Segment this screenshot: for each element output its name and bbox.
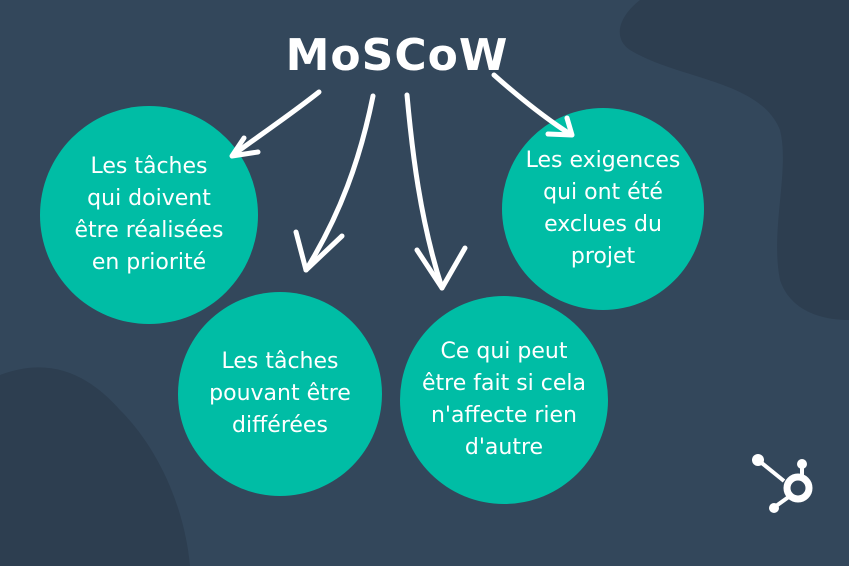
circle-must-have: Les tâches qui doivent être réalisées en… xyxy=(40,106,258,324)
circle-must-have-text: Les tâches qui doivent être réalisées en… xyxy=(74,154,224,275)
circle-could-have: Ce qui peut être fait si cela n'affecte … xyxy=(400,296,608,504)
circle-should-have-text: Les tâches pouvant être différées xyxy=(209,349,351,438)
arrow-to-wont-have-icon xyxy=(491,72,575,138)
circle-wont-have-text: Les exigences qui ont été exclues du pro… xyxy=(525,148,681,269)
arrow-to-must-have-icon xyxy=(229,89,322,159)
arrow-to-could-have-icon xyxy=(404,92,468,291)
hubspot-logo-icon xyxy=(752,454,813,513)
circle-wont-have: Les exigences qui ont été exclues du pro… xyxy=(502,108,704,310)
diagram-title: MoSCoW xyxy=(285,30,509,81)
circle-could-have-text: Ce qui peut être fait si cela n'affecte … xyxy=(421,339,586,460)
circle-should-have: Les tâches pouvant être différées xyxy=(178,292,382,496)
arrow-to-should-have-icon xyxy=(293,93,376,273)
